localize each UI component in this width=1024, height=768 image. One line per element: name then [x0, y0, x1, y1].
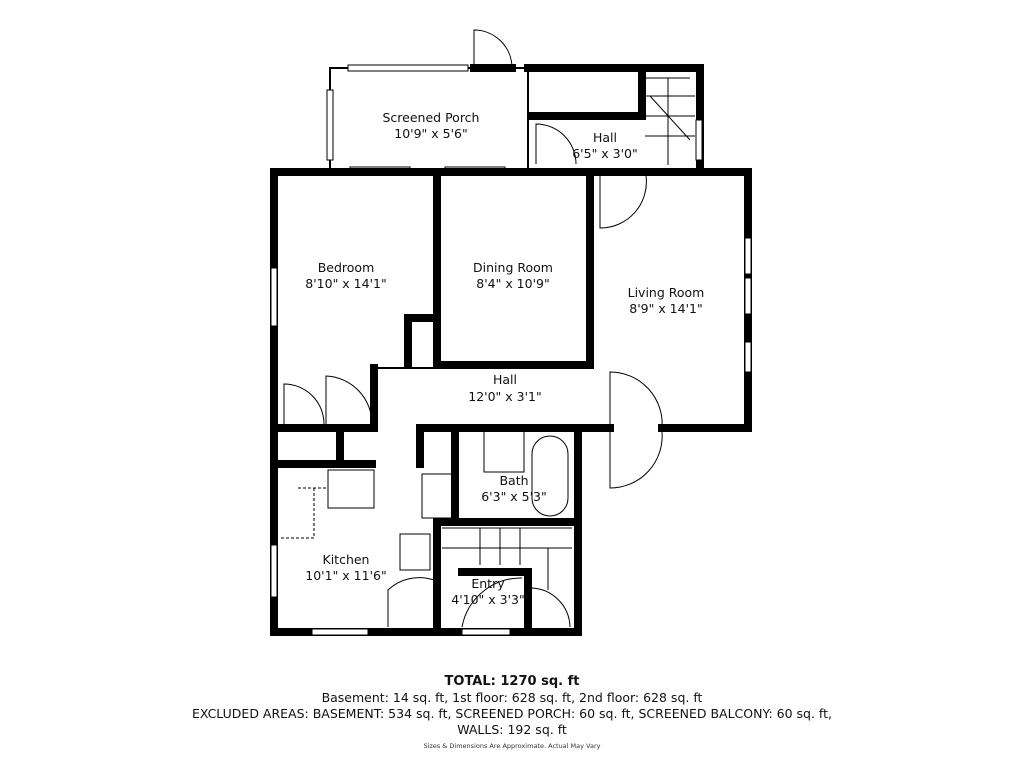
- room-size: 6'3" x 5'3": [481, 489, 547, 504]
- room-name: Hall: [593, 130, 617, 145]
- room-size: 6'5" x 3'0": [572, 146, 638, 161]
- room-name: Kitchen: [323, 552, 370, 567]
- total-area: TOTAL: 1270 sq. ft: [444, 674, 580, 689]
- floor-areas: Basement: 14 sq. ft, 1st floor: 628 sq. …: [321, 690, 703, 705]
- room-size: 10'1" x 11'6": [305, 568, 386, 583]
- room-size: 4'10" x 3'3": [451, 592, 524, 607]
- room-name: Bath: [499, 473, 528, 488]
- room-name: Living Room: [628, 285, 705, 300]
- room-size: 12'0" x 3'1": [468, 389, 541, 404]
- disclaimer: Sizes & Dimensions Are Approximate. Actu…: [423, 742, 601, 750]
- room-size: 10'9" x 5'6": [394, 126, 467, 141]
- upper-hall-walls: [524, 64, 704, 174]
- exterior-walls: [270, 168, 752, 636]
- walls-area: WALLS: 192 sq. ft: [457, 722, 567, 737]
- room-name: Entry: [471, 576, 505, 591]
- interior-walls: [274, 172, 594, 636]
- excluded-areas: EXCLUDED AREAS: BASEMENT: 534 sq. ft, SC…: [192, 706, 832, 721]
- room-size: 8'10" x 14'1": [305, 276, 386, 291]
- room-labels: Screened Porch 10'9" x 5'6" Hall 6'5" x …: [305, 110, 704, 607]
- screened-porch-walls: [326, 29, 529, 174]
- room-size: 8'4" x 10'9": [476, 276, 549, 291]
- room-size: 8'9" x 14'1": [629, 301, 702, 316]
- room-name: Screened Porch: [383, 110, 480, 125]
- room-name: Hall: [493, 372, 517, 387]
- room-name: Bedroom: [318, 260, 375, 275]
- room-name: Dining Room: [473, 260, 553, 275]
